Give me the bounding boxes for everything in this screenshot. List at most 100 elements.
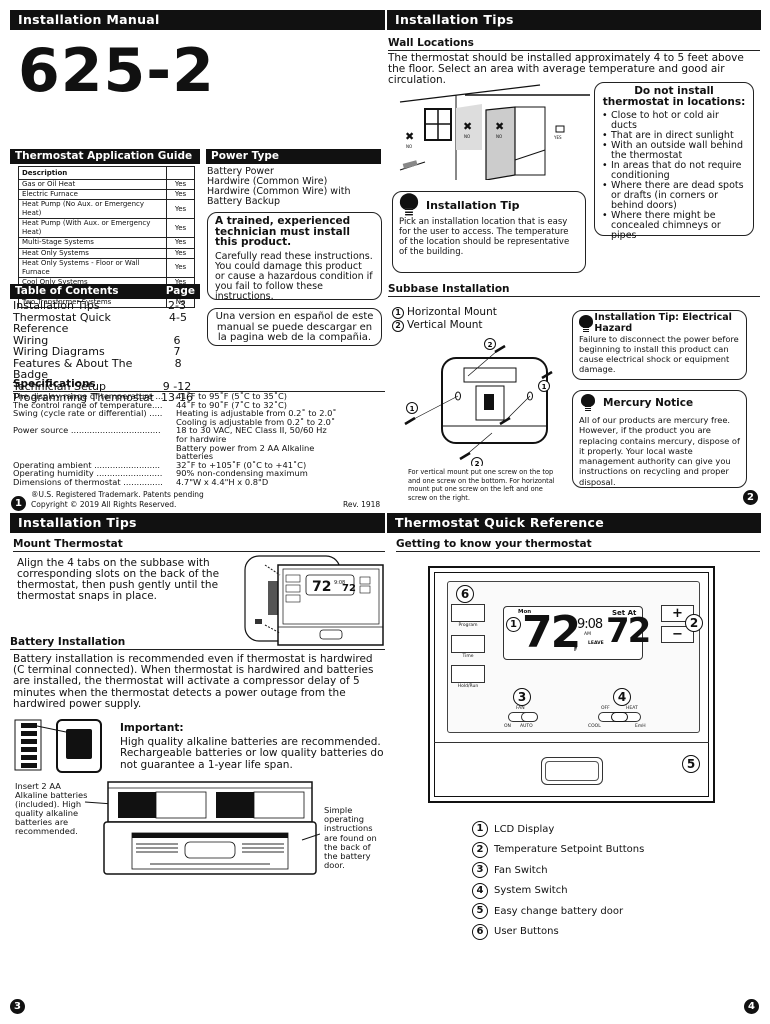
legend-number-icon: 4 <box>472 882 488 899</box>
app-guide-value: Yes <box>166 257 195 278</box>
important-note: Important: High quality alkaline batteri… <box>120 722 385 771</box>
spec-key <box>13 452 176 461</box>
page1-header: Installation Manual <box>10 10 385 30</box>
installation-tip-body: Pick an installation location that is ea… <box>399 217 570 257</box>
callout-4: 4 <box>613 688 631 706</box>
do-not-install-item: Close to hot or cold air ducts <box>602 111 746 131</box>
legend-number-icon: 5 <box>472 903 488 920</box>
legend-item: 3 Fan Switch <box>472 860 644 881</box>
time-button[interactable] <box>451 635 485 653</box>
hold-run-button[interactable] <box>451 665 485 683</box>
app-guide-row: Heat Pump (With Aux. or Emergency Heat)Y… <box>18 218 195 239</box>
specs-list: The display range of temperature ...41˚F… <box>13 392 385 487</box>
toc-item-label: Features & About The Badge <box>13 356 133 381</box>
app-guide-title: Thermostat Application Guide <box>10 149 200 164</box>
spec-key <box>13 444 176 453</box>
toc-page-header: Page <box>165 285 195 297</box>
screw-icon <box>499 416 511 426</box>
lcd-unit: F <box>574 647 578 653</box>
app-guide-header-row: Description <box>18 166 195 180</box>
toc-item-label: Wiring <box>13 333 49 347</box>
toc-item[interactable]: Wiring Diagrams 7 <box>13 346 195 358</box>
page-number-badge: 3 <box>10 999 25 1014</box>
legend-number-icon: 3 <box>472 862 488 879</box>
svg-text:2: 2 <box>488 341 493 349</box>
system-switch[interactable] <box>598 712 641 722</box>
yes-location-thermostat-icon: YES <box>553 125 565 140</box>
fan-switch[interactable] <box>508 712 538 722</box>
technician-warning-title: A trained, experienced technician must i… <box>215 215 351 248</box>
page-number-badge: 4 <box>744 999 759 1014</box>
no-location-icon: ✖NO <box>495 120 504 139</box>
spec-value: Cooling is adjustable from 0.2˚ to 2.0˚ <box>176 416 336 427</box>
do-not-install-item: Where there might be concealed chimneys … <box>602 211 746 241</box>
page-number-badge: 1 <box>11 496 26 511</box>
no-location-icon: ✖NO <box>463 120 472 139</box>
installation-tip-title: Installation Tip <box>426 198 520 212</box>
technician-warning-box: A trained, experienced technician must i… <box>207 212 382 301</box>
lcd-set-temp: 72 <box>606 611 651 651</box>
wall-locations-intro: The thermostat should be installed appro… <box>388 52 744 86</box>
callout-6: 6 <box>456 585 474 603</box>
spec-value: 18 to 30 VAC, NEC Class II, 50/60 Hz <box>176 425 327 436</box>
system-emh-label: EmH <box>635 724 646 729</box>
fan-auto-label: AUTO <box>520 724 533 729</box>
do-not-install-item: With an outside wall behind the thermost… <box>602 141 746 161</box>
electrical-hazard-box: Installation Tip: Electrical Hazard Fail… <box>572 310 747 380</box>
spec-row: batteries <box>13 452 385 461</box>
battery-door[interactable]: 5 <box>434 742 709 797</box>
spec-row: for hardwire <box>13 435 385 444</box>
battery-door-handle[interactable] <box>541 757 603 785</box>
subbase-diagram: 1 1 2 2 <box>404 338 553 466</box>
important-body: High quality alkaline batteries are reco… <box>120 736 384 771</box>
svg-text:9:08: 9:08 <box>334 580 345 586</box>
model-number: 625-2 <box>18 36 215 106</box>
copyright-note: Copyright © 2019 All Rights Reserved. <box>31 499 177 509</box>
mount-number-icon: 2 <box>392 320 404 332</box>
spec-key <box>13 435 176 444</box>
spec-key: Operating ambient ......................… <box>13 460 161 470</box>
spec-row: Dimensions of thermostat ...............… <box>13 478 385 487</box>
screw-icon <box>459 451 471 461</box>
program-button[interactable] <box>451 604 485 622</box>
page-number-badge: 2 <box>743 490 758 505</box>
do-not-install-item: Where there are dead spots or drafts (in… <box>602 181 746 211</box>
legend-label: Fan Switch <box>494 864 548 876</box>
temp-down-button[interactable]: − <box>661 626 694 643</box>
lightbulb-icon <box>581 394 595 412</box>
app-guide-desc: Heat Pump (No Aux. or Emergency Heat) <box>18 199 167 220</box>
app-guide-col-desc: Description <box>18 166 167 180</box>
toc-item-page: 6 <box>173 333 181 347</box>
callout-1-icon: 1 <box>538 380 550 392</box>
system-heat-label: HEAT <box>626 706 638 711</box>
app-guide-desc: Electric Furnace <box>18 189 167 201</box>
callout-5: 5 <box>682 755 700 773</box>
spanish-note: Una version en español de este manual se… <box>207 308 382 346</box>
system-cool-label: COOL <box>588 724 601 729</box>
lcd-mode: LEAVE <box>588 641 604 646</box>
svg-text:✖: ✖ <box>495 120 504 133</box>
page4-header: Thermostat Quick Reference <box>387 513 761 533</box>
spec-value: Heating is adjustable from 0.2˚ to 2.0˚ <box>176 408 337 419</box>
spec-row: The control range of temperature....44˚F… <box>13 399 385 410</box>
subbase-title: Subbase Installation <box>388 283 760 297</box>
toc-item-page: 7 <box>173 345 181 358</box>
spec-value: 44˚F to 90˚F (7˚C to 32˚C) <box>176 399 287 410</box>
toc-item-label: Wiring Diagrams <box>13 345 105 358</box>
page2-header: Installation Tips <box>387 10 761 30</box>
battery-compartment-diagram <box>84 781 320 875</box>
toc-item-label: Installation Tips <box>13 299 100 312</box>
power-type-title: Power Type <box>206 149 381 164</box>
lightbulb-icon <box>399 193 419 216</box>
toc-item[interactable]: Wiring 6 <box>13 333 195 347</box>
no-location-icon: ✖NO <box>405 130 414 149</box>
